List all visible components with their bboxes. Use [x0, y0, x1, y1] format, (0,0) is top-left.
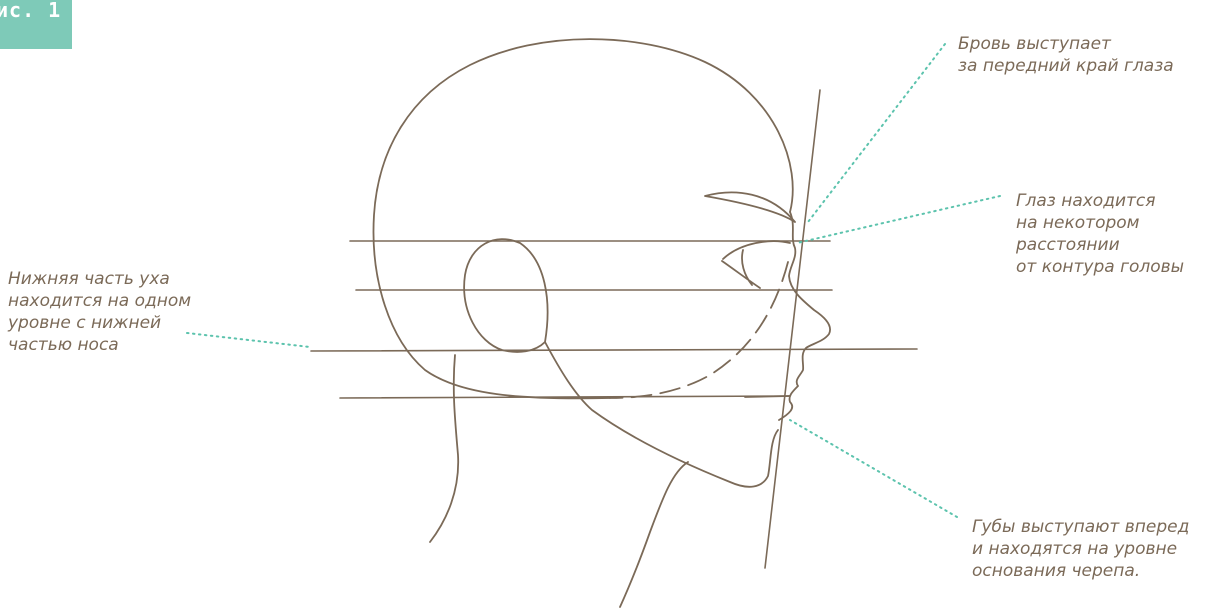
- annotation-ear-line-1: Нижняя часть уха: [8, 268, 191, 290]
- annotation-ear-line-4: частью носа: [8, 334, 191, 356]
- neck-back-contour: [430, 355, 458, 542]
- leader-ear: [187, 333, 310, 347]
- leader-eye: [797, 196, 1000, 243]
- annotation-eye-line-3: расстоянии: [1016, 234, 1184, 256]
- face-profile-contour: [779, 212, 830, 420]
- guide-line-face-front: [765, 90, 820, 568]
- ear-contour: [464, 239, 547, 352]
- neck-front-contour: [620, 462, 688, 607]
- guide-line-nose: [311, 349, 917, 351]
- cranium-contour: [373, 39, 792, 398]
- annotation-eye-line-2: на некотором: [1016, 212, 1184, 234]
- annotation-eye-line-4: от контура головы: [1016, 256, 1184, 278]
- brow-contour: [705, 192, 795, 222]
- eye-contour: [722, 241, 790, 288]
- guide-lines: [311, 90, 917, 568]
- annotation-eye: Глаз находится на некотором расстоянии о…: [1016, 190, 1184, 278]
- mouth-line: [745, 396, 790, 397]
- leader-brow: [808, 44, 945, 222]
- leader-lips: [790, 420, 957, 517]
- annotation-lips-line-3: основания черепа.: [972, 560, 1189, 582]
- annotation-brow-line-2: за передний край глаза: [958, 55, 1174, 77]
- annotation-ear-line-2: находится на одном: [8, 290, 191, 312]
- leader-lines: [187, 44, 1000, 517]
- jaw-contour: [545, 342, 778, 487]
- annotation-lips-line-1: Губы выступают вперед: [972, 516, 1189, 538]
- annotation-brow: Бровь выступает за передний край глаза: [958, 33, 1174, 77]
- annotation-eye-line-1: Глаз находится: [1016, 190, 1184, 212]
- annotation-lips-line-2: и находятся на уровне: [972, 538, 1189, 560]
- jaw-guide-dashed: [610, 262, 788, 398]
- annotation-ear-line-3: уровне с нижней: [8, 312, 191, 334]
- annotation-ear: Нижняя часть уха находится на одном уров…: [8, 268, 191, 356]
- annotation-lips: Губы выступают вперед и находятся на уро…: [972, 516, 1189, 582]
- annotation-brow-line-1: Бровь выступает: [958, 33, 1174, 55]
